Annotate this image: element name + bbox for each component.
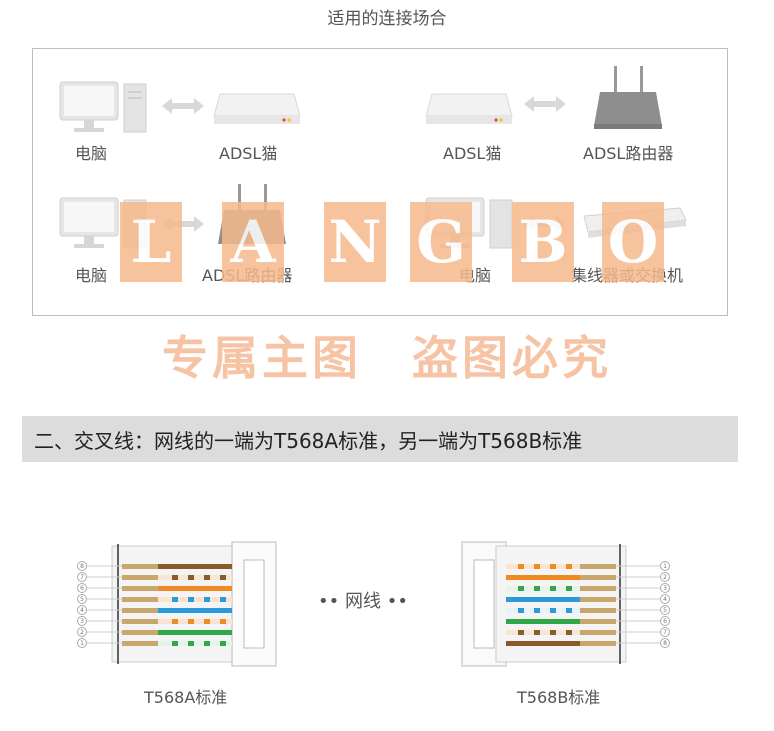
scene-label: 电脑 [75,144,108,163]
pin-number: 5 [663,607,667,614]
pin-number: 2 [80,629,84,636]
dots-icon: •• [318,591,340,612]
computer-icon [59,81,147,133]
rj45-connector-t568b: 1 2 3 4 5 6 7 8 [461,541,670,667]
cable-middle-label: •• 网线 •• [318,587,408,613]
pin-number: 7 [80,574,84,581]
adsl-modem-icon [213,93,301,124]
pin-number: 6 [80,585,84,592]
bidirectional-arrow-icon [524,96,566,112]
pin-number: 1 [80,640,84,647]
t568a-caption: T568A标准 [144,688,228,707]
pin-number: 5 [80,596,84,603]
watermark-letter: B [512,202,574,282]
watermark-letter: A [222,202,284,282]
watermark-letter: N [324,202,386,282]
bidirectional-arrow-icon [162,216,204,232]
rj45-connector-t568a: 8 7 6 5 4 3 2 1 [77,541,277,667]
router-icon [594,66,662,129]
scene-label: ADSL猫 [219,144,278,163]
watermark-letter: G [410,202,472,282]
t568b-caption: T568B标准 [517,688,601,707]
pin-number: 8 [80,563,84,570]
pin-number: 2 [663,574,667,581]
scene-label: 电脑 [75,266,108,285]
dots-icon: •• [386,591,408,612]
pin-number: 3 [663,585,667,592]
cable-label: 网线 [344,591,381,612]
scene-label: ADSL路由器 [583,144,674,163]
pin-number: 7 [663,629,667,636]
watermark-letter: L [120,202,182,282]
pin-number: 4 [80,607,84,614]
bidirectional-arrow-icon [162,98,204,114]
pin-number: 3 [80,618,84,625]
scene-label: ADSL猫 [443,144,502,163]
pin-number: 4 [663,596,667,603]
pin-number: 6 [663,618,667,625]
pin-number: 8 [663,640,667,647]
pin-number: 1 [663,563,667,570]
watermark-text: 专属主图 盗图必究 [162,331,612,385]
watermark-letter: O [602,202,664,282]
crossover-banner: 二、交叉线：网线的一端为T568A标准，另一端为T568B标准 [22,416,738,462]
section-title: 适用的连接场合 [327,9,447,29]
banner-title: 二、交叉线：网线的一端为T568A标准，另一端为T568B标准 [34,429,583,453]
adsl-modem-icon [425,93,513,124]
